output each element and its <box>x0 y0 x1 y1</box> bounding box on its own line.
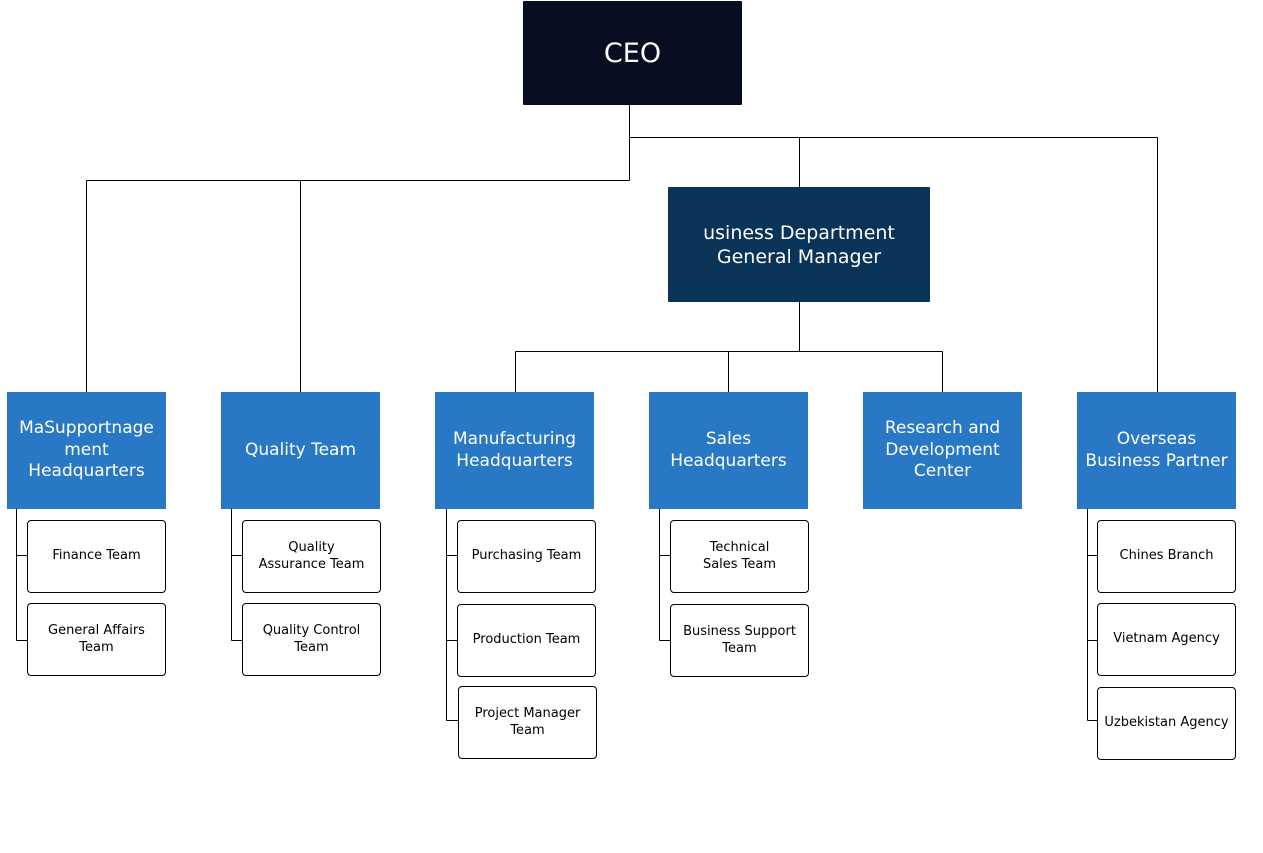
quality-control-team-box[interactable]: Quality Control Team <box>242 603 381 676</box>
team-label: Purchasing Team <box>471 548 582 564</box>
department-label: Overseas Business Partner <box>1085 429 1228 471</box>
project-manager-team-box[interactable]: Project Manager Team <box>458 686 597 759</box>
team-label: Uzbekistan Agency <box>1104 715 1229 731</box>
department-label: Sales Headquarters <box>670 429 787 471</box>
team-label: Project Manager Team <box>474 706 581 738</box>
technical-sales-team-box[interactable]: Technical Sales Team <box>670 520 809 593</box>
team-label: General Affairs Team <box>48 623 145 655</box>
quality-team-box[interactable]: Quality Team <box>221 392 380 509</box>
research-development-center-box[interactable]: Research and Development Center <box>863 392 1022 509</box>
team-label: Technical Sales Team <box>702 540 777 572</box>
team-label: Finance Team <box>52 548 141 564</box>
team-label: Business Support Team <box>683 624 796 656</box>
team-label: Quality Control Team <box>262 623 361 655</box>
finance-team-box[interactable]: Finance Team <box>27 520 166 593</box>
department-label: Research and Development Center <box>884 418 1001 482</box>
quality-assurance-team-box[interactable]: Quality Assurance Team <box>242 520 381 593</box>
production-team-box[interactable]: Production Team <box>457 604 596 677</box>
overseas-business-partner-box[interactable]: Overseas Business Partner <box>1077 392 1236 509</box>
team-label: Quality Assurance Team <box>258 540 365 572</box>
team-label: Chines Branch <box>1119 548 1214 564</box>
sales-headquarters-box[interactable]: Sales Headquarters <box>649 392 808 509</box>
vietnam-agency-box[interactable]: Vietnam Agency <box>1097 603 1236 676</box>
general-manager-box[interactable]: usiness Department General Manager <box>668 187 930 302</box>
team-label: Production Team <box>472 632 581 648</box>
ceo-box[interactable]: CEO <box>523 1 742 105</box>
purchasing-team-box[interactable]: Purchasing Team <box>457 520 596 593</box>
department-label: MaSupportnage ment Headquarters <box>19 418 154 482</box>
general-affairs-team-box[interactable]: General Affairs Team <box>27 603 166 676</box>
department-label: Manufacturing Headquarters <box>452 429 577 471</box>
ceo-label: CEO <box>603 37 662 69</box>
general-manager-label: usiness Department General Manager <box>703 221 895 268</box>
department-label: Quality Team <box>244 439 357 460</box>
management-headquarters-box[interactable]: MaSupportnage ment Headquarters <box>7 392 166 509</box>
manufacturing-headquarters-box[interactable]: Manufacturing Headquarters <box>435 392 594 509</box>
business-support-team-box[interactable]: Business Support Team <box>670 604 809 677</box>
uzbekistan-agency-box[interactable]: Uzbekistan Agency <box>1097 687 1236 760</box>
team-label: Vietnam Agency <box>1113 631 1220 647</box>
chines-branch-box[interactable]: Chines Branch <box>1097 520 1236 593</box>
